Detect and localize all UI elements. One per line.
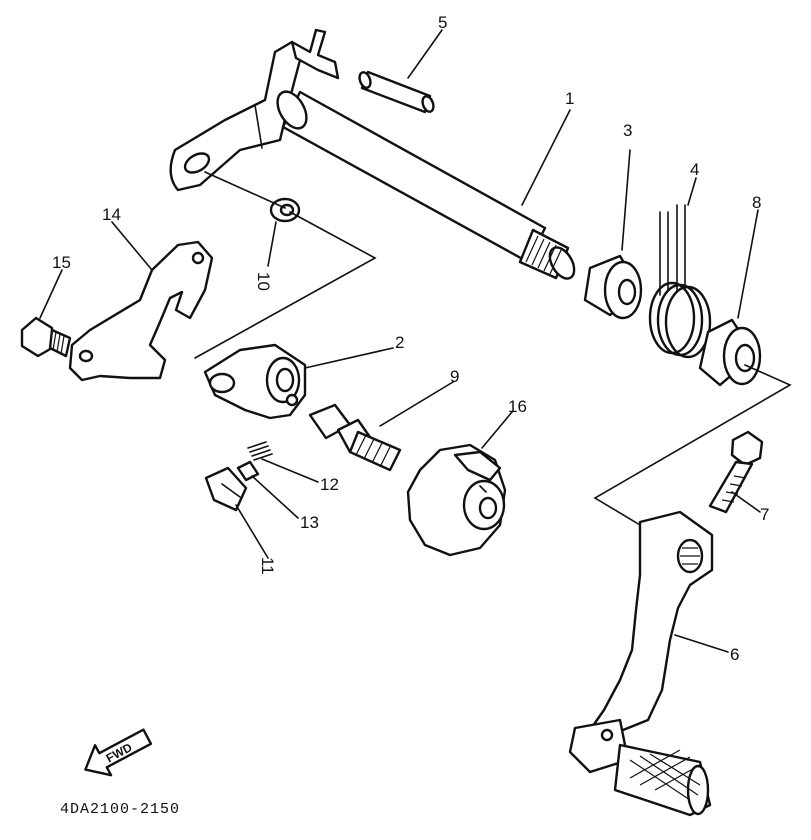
- oil-seal-part: [698, 318, 762, 387]
- return-spring-part: [648, 204, 712, 359]
- cam-part: [406, 443, 507, 557]
- callout-6: 6: [730, 645, 739, 664]
- alignment-lines: [194, 171, 792, 526]
- callout-5: 5: [438, 13, 447, 32]
- bolt-9-part: [308, 403, 402, 472]
- stopper-lever-part: [68, 240, 214, 382]
- detent-pin-part: [236, 460, 260, 482]
- callout-11: 11: [258, 557, 277, 575]
- callout-15: 15: [52, 253, 71, 272]
- callout-13: 13: [300, 513, 319, 532]
- pin-part: [358, 70, 435, 114]
- callout-14: 14: [102, 205, 121, 224]
- leader-lines: [39, 29, 761, 653]
- callout-8: 8: [752, 193, 761, 212]
- key-part: [204, 466, 248, 512]
- bolt-15-part: [20, 316, 72, 358]
- callout-16: 16: [508, 397, 527, 416]
- callouts: 1 2 3 4 5 6 7 8 9 10 11 12 13 14 15 16: [52, 13, 769, 664]
- segment-part: [203, 343, 307, 420]
- collar-part: [583, 254, 643, 320]
- bolt-7-part: [708, 430, 764, 514]
- callout-2: 2: [395, 333, 404, 352]
- drawing-code: 4DA2100-2150: [60, 801, 180, 818]
- callout-10: 10: [254, 272, 273, 291]
- fwd-arrow-icon: FWD: [84, 728, 153, 777]
- shift-pedal-part: [568, 510, 714, 817]
- callout-7: 7: [760, 505, 769, 524]
- callout-1: 1: [565, 89, 574, 108]
- washer-part: [269, 197, 301, 223]
- shift-shaft-part: [169, 28, 576, 280]
- callout-12: 12: [320, 475, 339, 494]
- callout-9: 9: [450, 367, 459, 386]
- detent-spring-part: [247, 441, 273, 461]
- callout-3: 3: [623, 121, 632, 140]
- callout-4: 4: [690, 160, 699, 179]
